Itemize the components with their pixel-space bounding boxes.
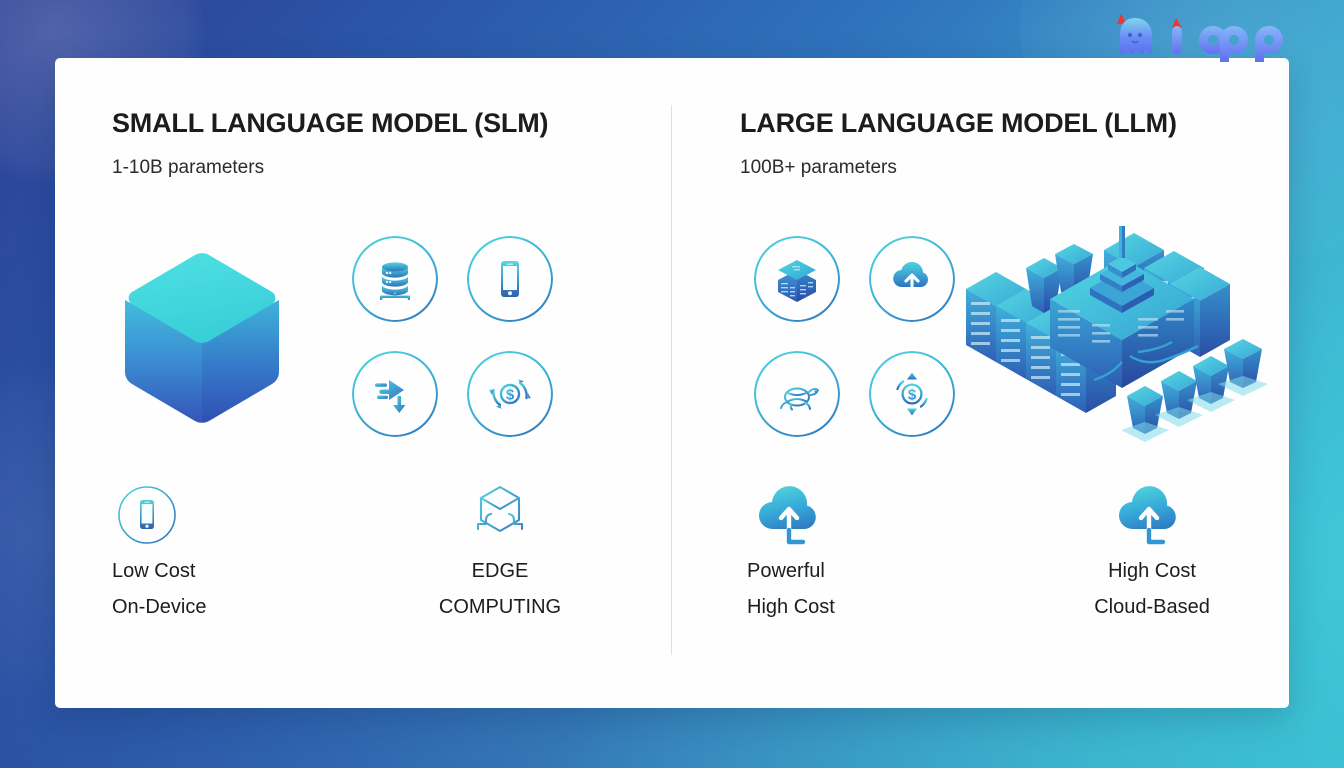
ai-blob-mascot-icon [1117, 14, 1152, 54]
turtle-icon[interactable] [754, 351, 840, 437]
feature-label-line: Powerful [747, 560, 825, 582]
feature-powerful-high-cost: Powerful High Cost [747, 476, 835, 625]
isometric-datacenter-illustration [952, 219, 1282, 461]
llm-subtitle: 100B+ parameters [740, 157, 897, 178]
edge-cube-icon [464, 476, 536, 554]
panel-divider [671, 105, 672, 655]
slm-icon-cell [337, 221, 452, 336]
database-stack-icon[interactable] [352, 236, 438, 322]
isometric-cube-illustration [115, 243, 290, 443]
fast-arrow-icon[interactable] [352, 351, 438, 437]
llm-icon-cell: $ [854, 336, 969, 451]
cloud-upload-solid-icon [747, 476, 835, 554]
llm-icon-cell [854, 221, 969, 336]
cloud-upload-icon[interactable] [869, 236, 955, 322]
llm-title: LARGE LANGUAGE MODEL (LLM) [740, 108, 1177, 138]
panel-large-language-model: LARGE LANGUAGE MODEL (LLM) 100B+ paramet… [672, 58, 1289, 708]
feature-label-line: On-Device [112, 595, 207, 618]
slm-icon-grid: $ [337, 221, 567, 451]
feature-label-line: EDGE [471, 560, 529, 582]
feature-label-line: Cloud-Based [1094, 595, 1210, 618]
slm-icon-cell [337, 336, 452, 451]
svg-text:$: $ [907, 386, 916, 403]
feature-label-line: Low Cost [112, 560, 196, 582]
dollar-arrows-icon[interactable]: $ [869, 351, 955, 437]
feature-edge-computing: EDGE COMPUTING [385, 476, 615, 625]
central-hub-building [1050, 219, 1194, 388]
logo-wordmark [1172, 18, 1283, 62]
slm-icon-cell: $ [452, 336, 567, 451]
phone-circle-icon [112, 476, 206, 554]
slm-title: SMALL LANGUAGE MODEL (SLM) [112, 108, 549, 138]
content-card: SMALL LANGUAGE MODEL (SLM) 1-10B paramet… [55, 58, 1289, 708]
server-cube-icon[interactable] [754, 236, 840, 322]
cloud-upload-solid-icon [1111, 476, 1193, 554]
feature-label-line: High Cost [1108, 560, 1196, 582]
network-cable [1093, 340, 1199, 382]
cooling-tower [1155, 371, 1203, 427]
slm-icon-cell [452, 221, 567, 336]
llm-icon-cell [739, 336, 854, 451]
feature-high-cost-cloud-based: High Cost Cloud-Based [1027, 476, 1277, 625]
smartphone-icon[interactable] [467, 236, 553, 322]
slm-subtitle: 1-10B parameters [112, 157, 265, 178]
feature-label-line: COMPUTING [438, 595, 562, 618]
dollar-refresh-icon[interactable]: $ [467, 351, 553, 437]
cooling-tower [1121, 386, 1169, 442]
cooling-tower [1187, 356, 1235, 412]
cooling-tower [1026, 258, 1062, 313]
feature-label-line: High Cost [747, 595, 835, 618]
panel-small-language-model: SMALL LANGUAGE MODEL (SLM) 1-10B paramet… [55, 58, 671, 708]
svg-text:$: $ [505, 386, 514, 403]
cooling-tower [1218, 339, 1268, 396]
feature-low-cost-on-device: Low Cost On-Device [112, 476, 206, 625]
brand-logo[interactable] [1109, 8, 1322, 66]
llm-icon-grid: $ [739, 221, 969, 451]
llm-icon-cell [739, 221, 854, 336]
